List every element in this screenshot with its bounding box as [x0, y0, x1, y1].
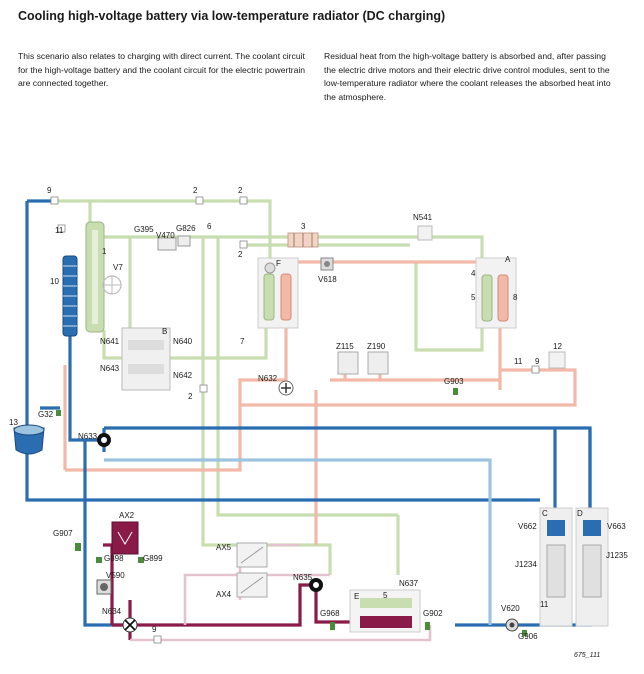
label-v662: V662 [518, 522, 537, 531]
label-ax5: AX5 [216, 543, 232, 552]
label-4: 4 [471, 269, 476, 278]
drive-motor-c [539, 507, 573, 627]
green-sensors [56, 388, 527, 636]
label-7: 7 [240, 337, 245, 346]
label-n633: N633 [78, 432, 98, 441]
expansion-tank [13, 424, 45, 455]
heat-exchanger-e [349, 589, 421, 633]
label-v590: V590 [106, 571, 125, 580]
valve-n635 [309, 578, 323, 592]
label-n634: N634 [102, 607, 122, 616]
heat-exchanger-10 [62, 255, 78, 337]
valve-block-b [121, 327, 171, 391]
label-n635: N635 [293, 573, 313, 582]
label-ax2: AX2 [119, 511, 135, 520]
label-3: 3 [301, 222, 306, 231]
drive-motor-d [575, 507, 609, 627]
label-n541: N541 [413, 213, 433, 222]
label-z190: Z190 [367, 342, 386, 351]
label-13: 13 [9, 418, 18, 427]
radiator-1 [85, 221, 105, 333]
label-6: 6 [207, 222, 212, 231]
label-v618: V618 [318, 275, 337, 284]
battery-a [475, 257, 517, 329]
label-g898: G898 [104, 554, 124, 563]
label-9b: 9 [535, 357, 540, 366]
label-n632: N632 [258, 374, 278, 383]
heat-exchanger-3 [287, 232, 319, 248]
label-n637: N637 [399, 579, 419, 588]
label-z115: Z115 [336, 342, 354, 351]
valve-n634 [122, 617, 138, 633]
label-b: B [162, 327, 167, 336]
component-12 [548, 351, 566, 369]
label-v470: V470 [156, 231, 175, 240]
page-title: Cooling high-voltage battery via low-tem… [18, 9, 446, 23]
label-5: 5 [471, 293, 476, 302]
pump-v470 [157, 235, 191, 251]
pump-v620 [505, 618, 519, 632]
label-5b: 5 [383, 591, 388, 600]
heater-z190 [367, 351, 389, 375]
label-2d: 2 [188, 392, 193, 401]
label-1: 1 [102, 247, 107, 256]
label-ax4: AX4 [216, 590, 232, 599]
charger-ax4 [236, 572, 268, 598]
heater-z115 [337, 351, 359, 375]
pump-v590 [96, 579, 112, 595]
label-9c: 9 [152, 625, 157, 634]
label-n643: N643 [100, 364, 120, 373]
sensor-markers [50, 196, 540, 644]
label-j1235: J1235 [606, 551, 628, 560]
intro-paragraph-right: Residual heat from the high-voltage batt… [324, 51, 611, 102]
label-e: E [354, 592, 359, 601]
label-j1234: J1234 [515, 560, 537, 569]
label-v7: V7 [113, 263, 123, 272]
valve-n633 [97, 433, 111, 447]
label-2b: 2 [238, 186, 243, 195]
label-9: 9 [47, 186, 52, 195]
label-n640: N640 [173, 337, 193, 346]
label-g968: G968 [320, 609, 340, 618]
valve-n541 [417, 225, 433, 241]
label-11: 11 [55, 226, 64, 235]
component-labels: 9 11 1 V7 10 13 G32 2 2 2 2 6 3 N541 G39… [9, 186, 628, 659]
label-g899: G899 [143, 554, 163, 563]
label-g826: G826 [176, 224, 196, 233]
label-8: 8 [513, 293, 518, 302]
battery-f [257, 257, 299, 329]
intro-paragraph-left: This scenario also relates to charging w… [18, 51, 306, 88]
label-g32: G32 [38, 410, 54, 419]
valve-n632 [278, 380, 294, 396]
label-2c: 2 [238, 250, 243, 259]
cool-return-pipes [104, 458, 492, 625]
label-d: D [577, 509, 583, 518]
label-11c: 11 [540, 600, 549, 609]
label-g906: G906 [518, 632, 538, 641]
label-2a: 2 [193, 186, 198, 195]
label-10: 10 [50, 277, 59, 286]
radiator-fan-icon [102, 275, 122, 295]
label-v620: V620 [501, 604, 520, 613]
charger-ax5 [236, 542, 268, 568]
label-f: F [276, 259, 281, 268]
heater-ax2 [111, 521, 139, 555]
label-11b: 11 [514, 357, 523, 366]
label-c: C [542, 509, 548, 518]
label-n642: N642 [173, 371, 193, 380]
label-g902: G902 [423, 609, 443, 618]
label-v663: V663 [607, 522, 626, 531]
label-g907: G907 [53, 529, 73, 538]
label-g903: G903 [444, 377, 464, 386]
figure-reference: 675_111 [574, 652, 600, 659]
pump-v618 [320, 257, 334, 271]
label-n641: N641 [100, 337, 120, 346]
label-a: A [505, 255, 511, 264]
label-g395: G395 [134, 225, 154, 234]
label-12: 12 [553, 342, 562, 351]
